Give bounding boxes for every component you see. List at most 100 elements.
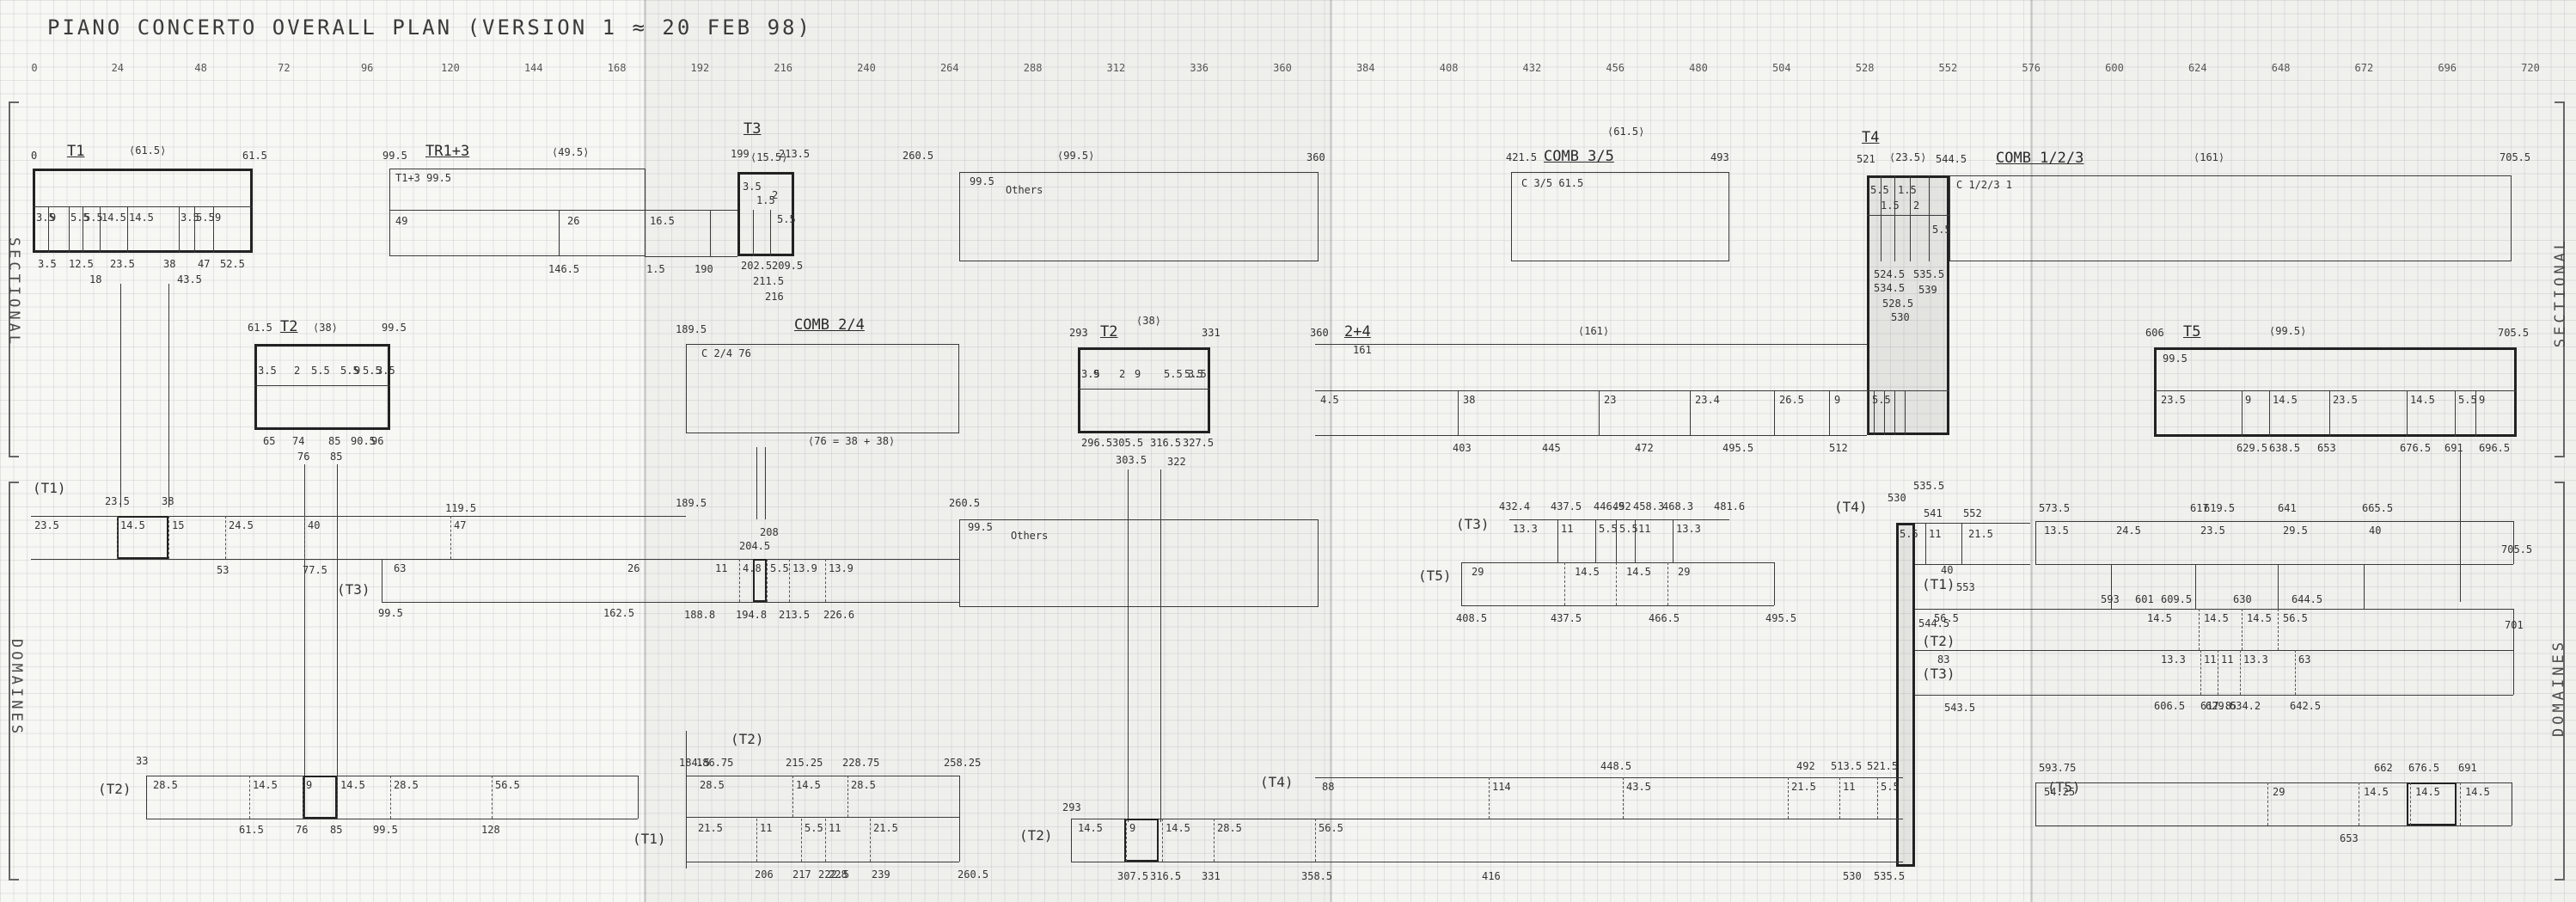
divider-line (2364, 564, 2365, 609)
sectional-bracket-left (9, 101, 19, 457)
segment-value: 1.5 (1898, 184, 1917, 196)
row-tag: (T2) (1922, 633, 1955, 649)
page-title: PIANO CONCERTO OVERALL PLAN (VERSION 1 ≈… (47, 15, 812, 40)
segment-value: 14.5 (1575, 566, 1600, 578)
segment-value: 13.5 (2044, 525, 2069, 537)
above-value: 492 (1796, 760, 1815, 772)
segment-value: 9 (2479, 394, 2486, 406)
row-line (1509, 519, 1729, 520)
above-value: 437.5 (1551, 500, 1582, 512)
segment-value: 49 (395, 215, 408, 227)
segment-value: 5.5 (1164, 368, 1183, 380)
below-value: 445 (1542, 442, 1561, 454)
sheet-fold (644, 0, 646, 902)
section-duration: ⟨161⟩ (2194, 151, 2225, 163)
row-line (1915, 523, 2030, 524)
above-value: 619.5 (2204, 502, 2236, 514)
section-duration: ⟨161⟩ (1578, 325, 1610, 337)
start-value: 99.5 (382, 150, 407, 162)
connector-line (756, 447, 757, 519)
above-value: 458.3 (1633, 500, 1665, 512)
row-line (2035, 521, 2513, 522)
below-value: 544.5 (1918, 617, 1950, 629)
start-value: 421.5 (1506, 151, 1538, 163)
end-value: 213.5 (779, 148, 811, 160)
divider-line (1595, 519, 1596, 562)
divider-line (1214, 819, 1215, 862)
paper-sheet-3 (1331, 0, 2031, 902)
end-value: 360 (1306, 151, 1325, 163)
end-value: 331 (1202, 327, 1221, 339)
inner-label: T1+3 99.5 (395, 172, 452, 184)
row-line (382, 602, 686, 603)
end-value: 146.5 (548, 263, 580, 275)
below-value: 331 (1202, 870, 1221, 882)
below-value: 85 (330, 824, 343, 836)
segment-value: 88 (1322, 781, 1335, 793)
below-value: 609.5 (2161, 593, 2193, 605)
divider-line (1616, 519, 1617, 562)
segment-value: 24.5 (229, 519, 254, 531)
end-value: 705.5 (2501, 543, 2533, 555)
segment-value: 9 (1135, 368, 1141, 380)
divider-line (825, 559, 826, 602)
segment-value: 29 (1472, 566, 1484, 578)
segment-value: 9 (2245, 394, 2252, 406)
below-value: 211.5 (753, 275, 785, 287)
divider-line (1788, 777, 1789, 819)
segment-value: 26.5 (1779, 394, 1804, 406)
below-value: 188.8 (684, 609, 716, 621)
row-line (1915, 609, 2513, 610)
below-value: 539 (1918, 284, 1937, 296)
segment-value: 11 (2204, 653, 2217, 666)
axis-tick-label: 336 (1190, 62, 1209, 74)
highlight-box (2407, 782, 2457, 825)
section-duration: ⟨49.5⟩ (552, 146, 590, 158)
below-value: 316.5 (1150, 870, 1182, 882)
above-value: 691 (2458, 762, 2477, 774)
divider-line (1867, 390, 1949, 391)
divider-line (1458, 390, 1459, 435)
connector-line (645, 210, 737, 211)
segment-value: 14.5 (2364, 786, 2389, 798)
divider-line (753, 210, 754, 256)
section-box (1511, 172, 1729, 261)
divider-line (1557, 519, 1558, 562)
segment-value: 14.5 (101, 212, 126, 224)
divider-line (2513, 609, 2514, 695)
divider-line (2267, 782, 2268, 825)
divider-line (1877, 777, 1878, 819)
segment-value: 23.5 (2161, 394, 2186, 406)
below-value: 416 (1482, 870, 1501, 882)
below-value: 653 (2340, 832, 2359, 844)
divider-line (249, 776, 250, 819)
segment-value: 3.5 (1188, 368, 1207, 380)
below-value: 128 (481, 824, 500, 836)
segment-value: 40 (1941, 564, 1954, 576)
segment-value: 5.5 (1870, 184, 1889, 196)
divider-line (1925, 523, 1926, 564)
row-tag: (T1) (33, 480, 66, 496)
segment-value: 2 (1913, 199, 1920, 212)
below-value: 296.5 (1081, 437, 1113, 449)
divider-line (1315, 819, 1316, 862)
axis-tick-label: 720 (2521, 62, 2540, 74)
segment-value: 13.3 (1676, 523, 1701, 535)
connector-line (337, 464, 338, 817)
below-value: 322 (1167, 456, 1186, 468)
section-box (389, 169, 646, 256)
segment-value: 4.8 (743, 562, 762, 574)
domaines-label-left: DOMAINES (7, 639, 25, 737)
divider-line (1162, 819, 1163, 862)
connector-line (765, 447, 766, 519)
segment-value: 63 (2298, 653, 2311, 666)
start-value: 189.5 (676, 323, 707, 335)
paper-sheet-1 (0, 0, 645, 902)
divider-line (1839, 777, 1840, 819)
row-line (1915, 564, 2030, 565)
segment-value: 9 (1129, 822, 1136, 834)
divider-line (1667, 562, 1668, 605)
divider-line (1690, 390, 1691, 435)
divider-line (825, 819, 826, 862)
above-value: 446.9 (1594, 500, 1625, 512)
